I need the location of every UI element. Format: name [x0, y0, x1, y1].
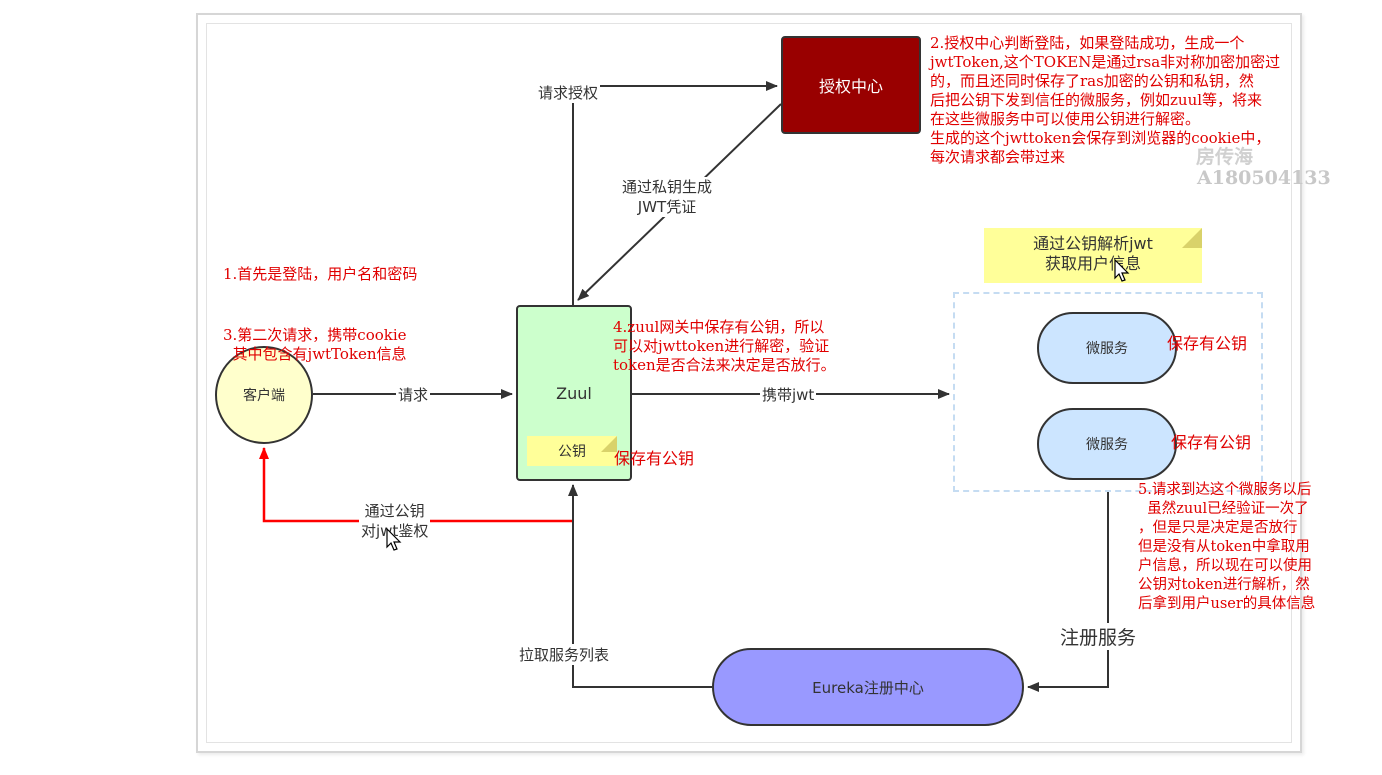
edge-label-gen-jwt: 通过私钥生成 JWT凭证 — [620, 177, 715, 217]
annotation-step5: 5.请求到达这个微服务以后 虽然zuul已经验证一次了 ，但是只是决定是否放行 … — [1138, 482, 1316, 612]
diagram-canvas — [206, 23, 1292, 743]
edge-register-service — [1027, 492, 1109, 692]
annotation-ms2-keeps-key: 保存有公钥 — [1171, 433, 1252, 452]
zuul-label: Zuul — [556, 383, 592, 403]
zuul-public-key-note: 公钥 — [527, 436, 617, 466]
annotation-step1: 1.首先是登陆，用户名和密码 — [223, 265, 418, 283]
eureka-registry-node: Eureka注册中心 — [712, 648, 1024, 726]
edge-pull-services — [568, 484, 712, 688]
mouse-cursor-icon — [1114, 259, 1130, 282]
microservice-node-1: 微服务 — [1037, 312, 1177, 384]
microservice-node-2: 微服务 — [1037, 408, 1177, 480]
edge-label-carry-jwt: 携带jwt — [760, 384, 817, 405]
mouse-cursor-icon — [386, 528, 402, 551]
edge-label-register-service: 注册服务 — [1058, 623, 1139, 650]
watermark-name: 房传海 — [1196, 146, 1254, 168]
annotation-zuul-keeps-key: 保存有公钥 — [614, 449, 695, 468]
watermark-id: A180504133 — [1197, 167, 1331, 189]
parse-jwt-note: 通过公钥解析jwt 获取用户信息 — [984, 228, 1202, 283]
microservice-cluster — [953, 292, 1263, 492]
annotation-ms1-keeps-key: 保存有公钥 — [1167, 334, 1248, 353]
edge-label-pubkey-auth: 通过公钥 对jwt鉴权 — [359, 501, 431, 541]
zuul-note-fold — [601, 436, 617, 452]
parse-note-fold — [1182, 228, 1202, 248]
auth-center-node: 授权中心 — [781, 36, 921, 134]
client-node: 客户端 — [215, 346, 313, 444]
edge-label-pull-services: 拉取服务列表 — [517, 644, 612, 665]
edge-label-request-auth: 请求授权 — [536, 82, 601, 103]
annotation-step3: 3.第二次请求，携带cookie 其中包含有jwtToken信息 — [223, 326, 407, 363]
annotation-step2: 2.授权中心判断登陆，如果登陆成功，生成一个 jwtToken,这个TOKEN是… — [930, 34, 1281, 166]
edge-label-request: 请求 — [396, 384, 431, 405]
annotation-step4: 4.zuul网关中保存有公钥，所以 可以对jwttoken进行解密，验证 tok… — [613, 318, 836, 374]
edge-pubkey-auth — [259, 447, 573, 523]
